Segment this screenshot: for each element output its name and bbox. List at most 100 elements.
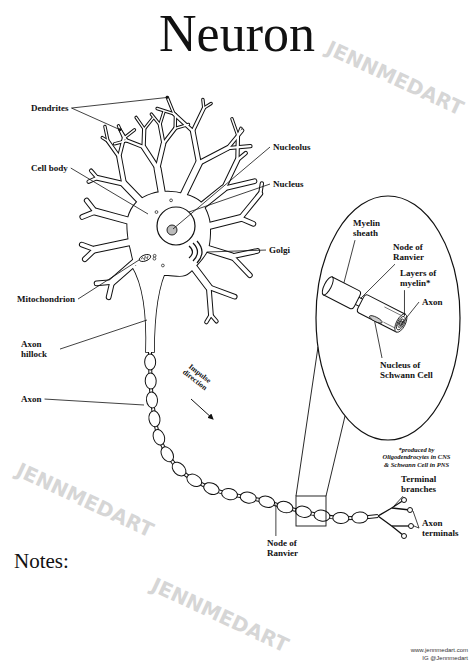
- part-label: Node of Ranvier: [392, 242, 436, 262]
- part-label: Axon: [20, 394, 43, 404]
- dendrite-fill: [193, 108, 204, 131]
- myelin-segment: [258, 494, 276, 509]
- leader-line: [361, 264, 395, 298]
- dendrite-outline: [87, 201, 96, 212]
- myelin-segment: [313, 509, 331, 523]
- part-label: Nucleolus: [272, 142, 312, 152]
- dendrite-outline: [232, 256, 250, 275]
- leader-line: [60, 320, 147, 349]
- part-label: Node of Ranvier: [266, 538, 310, 558]
- myelin-segment: [151, 428, 167, 447]
- dendrite-fill: [199, 148, 228, 163]
- dendrite-fill: [193, 131, 199, 163]
- watermark: JENNMEDART: [149, 575, 292, 656]
- part-label: Golgi: [268, 245, 291, 255]
- leader-line: [375, 322, 382, 358]
- title: Neuron: [159, 8, 315, 60]
- dendrite-fill: [209, 287, 235, 297]
- dendrite-fill: [160, 125, 164, 144]
- golgi: [189, 246, 193, 258]
- impulse-arrow: [191, 399, 213, 419]
- cell-body-outline: [127, 192, 210, 276]
- dendrite-fill: [115, 141, 127, 144]
- dendrite-fill: [82, 245, 95, 250]
- myelin-segment: [333, 512, 350, 524]
- leader-line: [71, 168, 148, 214]
- footer-text: IG @Jennmedart: [380, 655, 468, 662]
- part-label: Axon terminals: [421, 518, 469, 538]
- myelin-segment: [294, 505, 312, 519]
- leader-lines: [45, 96, 419, 536]
- dendrite-outline: [193, 131, 199, 163]
- dendrite-fill: [238, 128, 241, 136]
- dendrite-outline: [240, 194, 260, 219]
- watermark: JENNMEDART: [324, 38, 467, 119]
- magnifier-line: [326, 416, 345, 496]
- dendrite-fill: [260, 183, 262, 193]
- part-label: Myelin sheath: [352, 218, 392, 238]
- leader-line: [404, 290, 405, 316]
- organelle-dot: [161, 264, 164, 267]
- dendrite-fill: [209, 287, 211, 315]
- dendrite-outline: [174, 114, 193, 131]
- dendrite-fill: [206, 315, 211, 322]
- part-label: Mitochondrion: [16, 294, 76, 304]
- dendrite-fill: [228, 130, 243, 148]
- dendrite-outline: [82, 245, 95, 250]
- leader-line: [45, 399, 144, 405]
- dendrite-fill: [91, 171, 97, 178]
- part-label: Layers of myelin*: [399, 268, 447, 288]
- dendrite-fill: [97, 178, 124, 184]
- dendrite-fill: [204, 104, 211, 109]
- dendrite-outline: [206, 315, 211, 322]
- dendrite-fill: [144, 147, 158, 168]
- dendrite-fill: [119, 157, 124, 184]
- part-label: Cell body: [30, 163, 69, 173]
- leader-dot: [166, 96, 169, 99]
- watermark: JENNMEDART: [14, 460, 157, 541]
- dendrite-fill: [167, 97, 174, 113]
- mitochondrion: [138, 253, 151, 263]
- myelin-segment: [169, 460, 188, 479]
- dendrite-fill: [240, 218, 253, 224]
- leader-line: [78, 260, 139, 299]
- organelle-dot: [170, 199, 173, 202]
- myelin-segment: [221, 487, 239, 501]
- dendrite-outline: [82, 212, 95, 217]
- part-label: Terminal branches: [400, 474, 448, 494]
- dendrite-fill: [160, 112, 164, 125]
- dendrite-outline: [91, 171, 97, 178]
- leader-line: [72, 97, 168, 108]
- myelin-segment: [145, 354, 156, 370]
- neuron-details: [138, 196, 460, 539]
- dendrite-fill: [174, 114, 193, 131]
- dendrite-fill: [211, 315, 217, 322]
- dendrite-outline: [158, 144, 164, 169]
- leader-line: [413, 511, 419, 528]
- golgi: [197, 241, 202, 263]
- direction-note: Impulse direction: [175, 358, 218, 397]
- dendrite-fill: [87, 201, 96, 212]
- dendrite-fill: [144, 118, 153, 129]
- myelin-segment: [276, 500, 294, 515]
- myelin-segment: [351, 512, 368, 524]
- dendrite-fill: [127, 141, 144, 148]
- myelin-segment: [148, 410, 161, 428]
- footnote: *produced by Oligodendrocytes in CNS & S…: [380, 446, 453, 468]
- dendrite-outline: [209, 287, 235, 297]
- dendrite-fill: [232, 251, 258, 256]
- dendrite-outline: [97, 178, 124, 184]
- axon-hillock-outline: [132, 266, 168, 352]
- dendrite-fill: [85, 249, 95, 259]
- dendrite-fill: [240, 194, 260, 219]
- golgi: [193, 243, 198, 261]
- magnified-view: [316, 196, 460, 440]
- dendrite-outline: [144, 147, 158, 168]
- cell-body-fill: [127, 192, 210, 276]
- myelin-segment: [202, 480, 221, 496]
- axon-terminal: [409, 524, 414, 529]
- dendrite-outline: [144, 118, 153, 129]
- dendrite-outline: [119, 157, 124, 184]
